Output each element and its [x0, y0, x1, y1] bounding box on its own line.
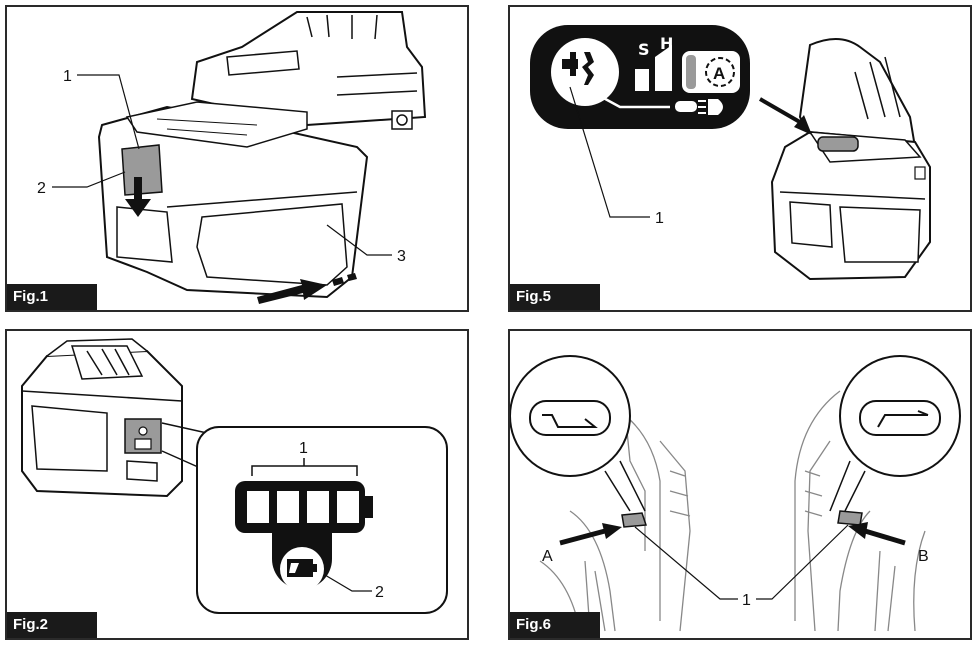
- callout-1: 1: [742, 592, 751, 609]
- battery-gauge-icon: [235, 481, 373, 533]
- auto-mode-icon: A: [682, 51, 740, 93]
- drill-mode-icon: [562, 52, 594, 85]
- figure-6-panel: A B 1 Fig.6: [508, 329, 972, 640]
- callout-2: 2: [37, 180, 46, 197]
- figure-1-panel: 1 2 3 Fig.1: [5, 5, 469, 312]
- figure-5-drawing: S H A 1: [530, 25, 931, 281]
- auto-a-label: A: [713, 64, 725, 83]
- figure-tag: Fig.6: [510, 612, 600, 638]
- figure-1-drawing: 1 2 3: [37, 11, 427, 304]
- direction-switch-icon: [859, 400, 941, 436]
- figure-6-drawing: A B 1: [510, 355, 961, 632]
- arrow-down-icon: [125, 177, 151, 217]
- speed-h-label: H: [660, 34, 673, 53]
- callout-3: 3: [397, 248, 406, 265]
- slide-arrow-icon: [257, 273, 357, 304]
- figure-tag: Fig.1: [7, 284, 97, 310]
- figure-5-panel: S H A 1 Fig.5: [508, 5, 972, 312]
- side-label-a: A: [542, 548, 553, 565]
- figure-2-panel: 1 2 Fig.2: [5, 329, 469, 640]
- light-icon: [698, 99, 723, 115]
- battery-low-icon: [272, 533, 332, 591]
- callout-2: 2: [375, 584, 384, 601]
- callout-1: 1: [63, 68, 72, 85]
- direction-switch-icon: [529, 400, 611, 436]
- side-label-b: B: [918, 548, 929, 565]
- figure-tag: Fig.2: [7, 612, 97, 638]
- push-arrow-icon: [848, 522, 906, 546]
- callout-1: 1: [299, 440, 308, 457]
- speed-s-label: S: [638, 40, 650, 59]
- figure-tag: Fig.5: [510, 284, 600, 310]
- push-arrow-icon: [559, 523, 622, 546]
- callout-1: 1: [655, 210, 664, 227]
- figure-2-drawing: 1 2: [21, 338, 448, 614]
